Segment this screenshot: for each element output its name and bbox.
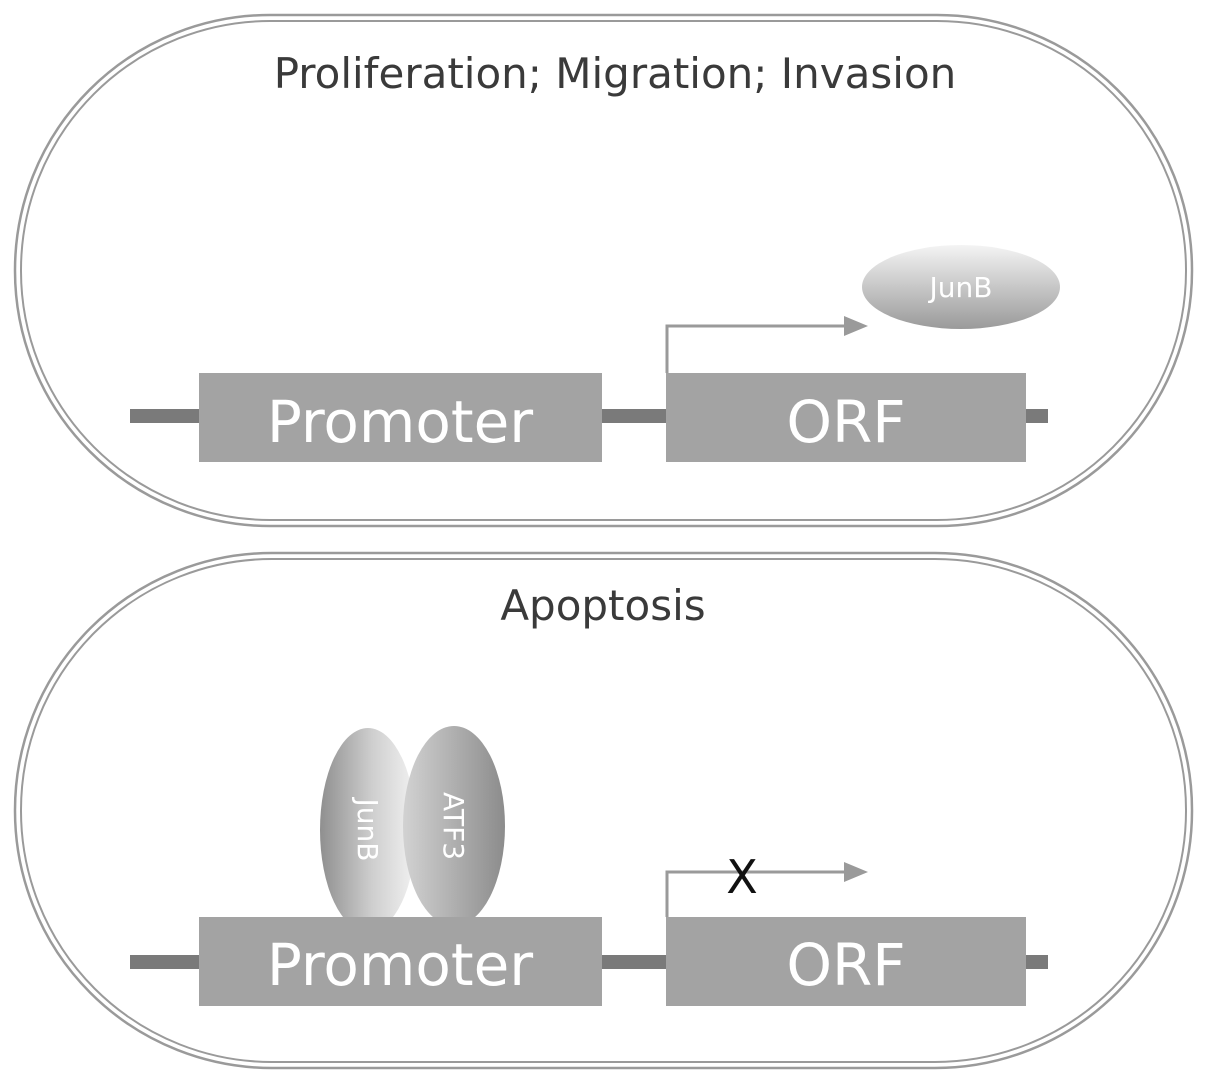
promoter-label: Promoter bbox=[267, 931, 533, 999]
junb-label: JunB bbox=[928, 271, 993, 304]
junb-protein bbox=[320, 728, 416, 932]
promoter-label: Promoter bbox=[267, 388, 533, 456]
promoter-box bbox=[199, 373, 602, 462]
junb-protein bbox=[862, 245, 1060, 329]
junb-label: JunB bbox=[351, 797, 384, 862]
promoter-box bbox=[199, 917, 602, 1006]
blocked-transcription-arrow bbox=[665, 862, 868, 917]
atf3-label: ATF3 bbox=[437, 792, 470, 860]
cell-border-inner bbox=[20, 20, 1187, 521]
block-x-mark: X bbox=[726, 850, 758, 904]
orf-label: ORF bbox=[786, 931, 905, 999]
cell-border-outer bbox=[13, 13, 1194, 528]
panel-apoptosis: Apoptosis JunB ATF3 Promoter ORF X bbox=[13, 551, 1194, 1070]
orf-box bbox=[666, 917, 1026, 1006]
cell-border-outer bbox=[13, 551, 1194, 1070]
cell-border-inner bbox=[20, 558, 1187, 1063]
panel-proliferation: Proliferation; Migration; Invasion Promo… bbox=[13, 13, 1194, 528]
orf-label: ORF bbox=[786, 388, 905, 456]
panel-title: Proliferation; Migration; Invasion bbox=[274, 49, 957, 98]
transcription-arrow bbox=[665, 316, 868, 373]
orf-box bbox=[666, 373, 1026, 462]
atf3-protein bbox=[403, 726, 505, 926]
panel-title: Apoptosis bbox=[500, 581, 705, 630]
